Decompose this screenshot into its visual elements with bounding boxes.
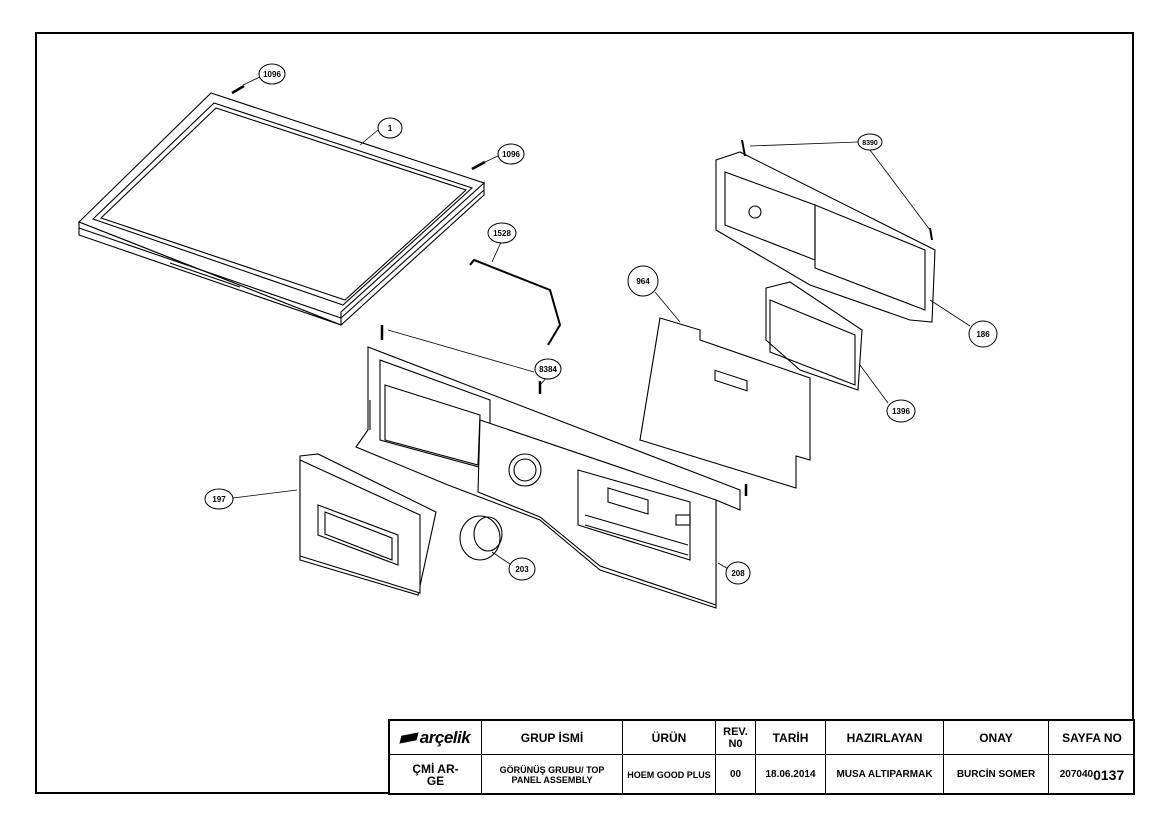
display-card-1396 — [765, 281, 863, 391]
date-value: 18.06.2014 — [756, 754, 826, 795]
callout-186: 186 — [976, 330, 990, 339]
callout-1: 1 — [388, 124, 393, 133]
wire-bracket-1528 — [469, 258, 562, 346]
callout-964: 964 — [636, 277, 650, 286]
brand-logo: arçelik — [399, 728, 471, 748]
leader-lines — [232, 76, 971, 571]
callout-197: 197 — [212, 495, 226, 504]
approved-value: BURCİN SOMER — [944, 754, 1049, 795]
title-block-divider — [390, 754, 1133, 755]
dept-cell: ÇMİ AR-GE — [390, 754, 482, 795]
prepared-value: MUSA ALTIPARMAK — [826, 754, 944, 795]
rev-value: 00 — [716, 754, 756, 795]
page-prefix: 207040 — [1059, 769, 1094, 780]
product-value: HOEM GOOD PLUS — [623, 754, 716, 795]
callout-8390: 8390 — [862, 140, 878, 147]
callout-203: 203 — [515, 565, 529, 574]
programme-knob-203 — [459, 515, 503, 561]
callout-1096b: 1096 — [502, 150, 520, 159]
header-prepared: HAZIRLAYAN — [826, 721, 944, 754]
callout-1396: 1396 — [892, 407, 910, 416]
callout-8384: 8384 — [539, 365, 557, 374]
callout-1528: 1528 — [493, 229, 511, 238]
electronic-card-186 — [715, 139, 936, 323]
top-panel — [78, 92, 486, 327]
callout-labels: 1096 1 1096 1528 8390 964 186 8384 1396 … — [212, 70, 990, 578]
header-date: TARİH — [756, 721, 826, 754]
logo-cell: arçelik — [390, 721, 482, 754]
page-suffix: 0137 — [1093, 766, 1125, 783]
screw-1096-right — [471, 160, 486, 171]
insulation-sheet-964 — [639, 317, 811, 489]
title-block: arçelik GRUP İSMİ ÜRÜN REV. N0 TARİH HAZ… — [388, 719, 1135, 795]
screw-8384 — [380, 325, 748, 496]
header-product: ÜRÜN — [623, 721, 716, 754]
header-group: GRUP İSMİ — [482, 721, 623, 754]
group-value: GÖRÜNÜŞ GRUBU/ TOP PANEL ASSEMBLY — [482, 754, 623, 795]
header-page: SAYFA NO — [1062, 730, 1122, 745]
detergent-drawer-197 — [299, 453, 437, 596]
control-panel-208 — [355, 346, 741, 609]
callout-208: 208 — [731, 569, 745, 578]
screw-1096-left — [231, 84, 245, 95]
header-approved: ONAY — [944, 721, 1049, 754]
header-rev: REV. N0 — [716, 721, 756, 754]
callout-1096a: 1096 — [263, 70, 281, 79]
callout-circles — [204, 63, 998, 585]
